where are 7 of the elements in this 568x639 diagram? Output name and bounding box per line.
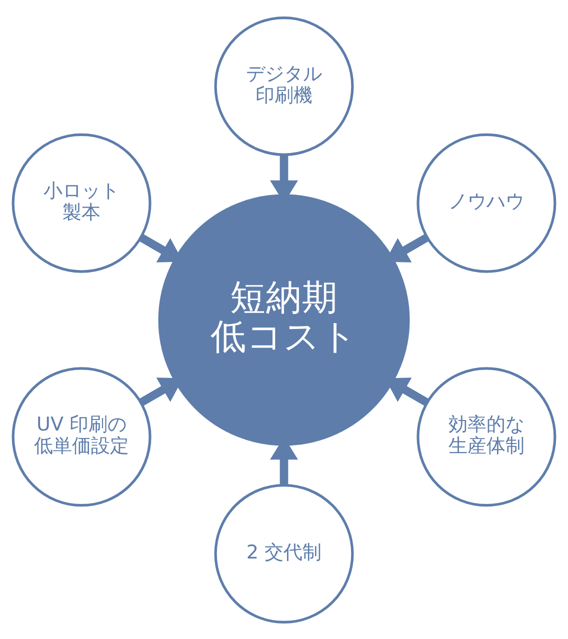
node-circle: デジタル印刷機 (214, 16, 354, 156)
node-circle: 効率的な生産体制 (416, 366, 556, 506)
node-circle: ノウハウ (416, 132, 556, 272)
node-circle: 短納期低コスト (158, 194, 410, 446)
node-circle: 小ロット製本 (12, 132, 152, 272)
node-circle: 2 交代制 (214, 484, 354, 624)
node-circle: UV 印刷の低単価設定 (12, 366, 152, 506)
